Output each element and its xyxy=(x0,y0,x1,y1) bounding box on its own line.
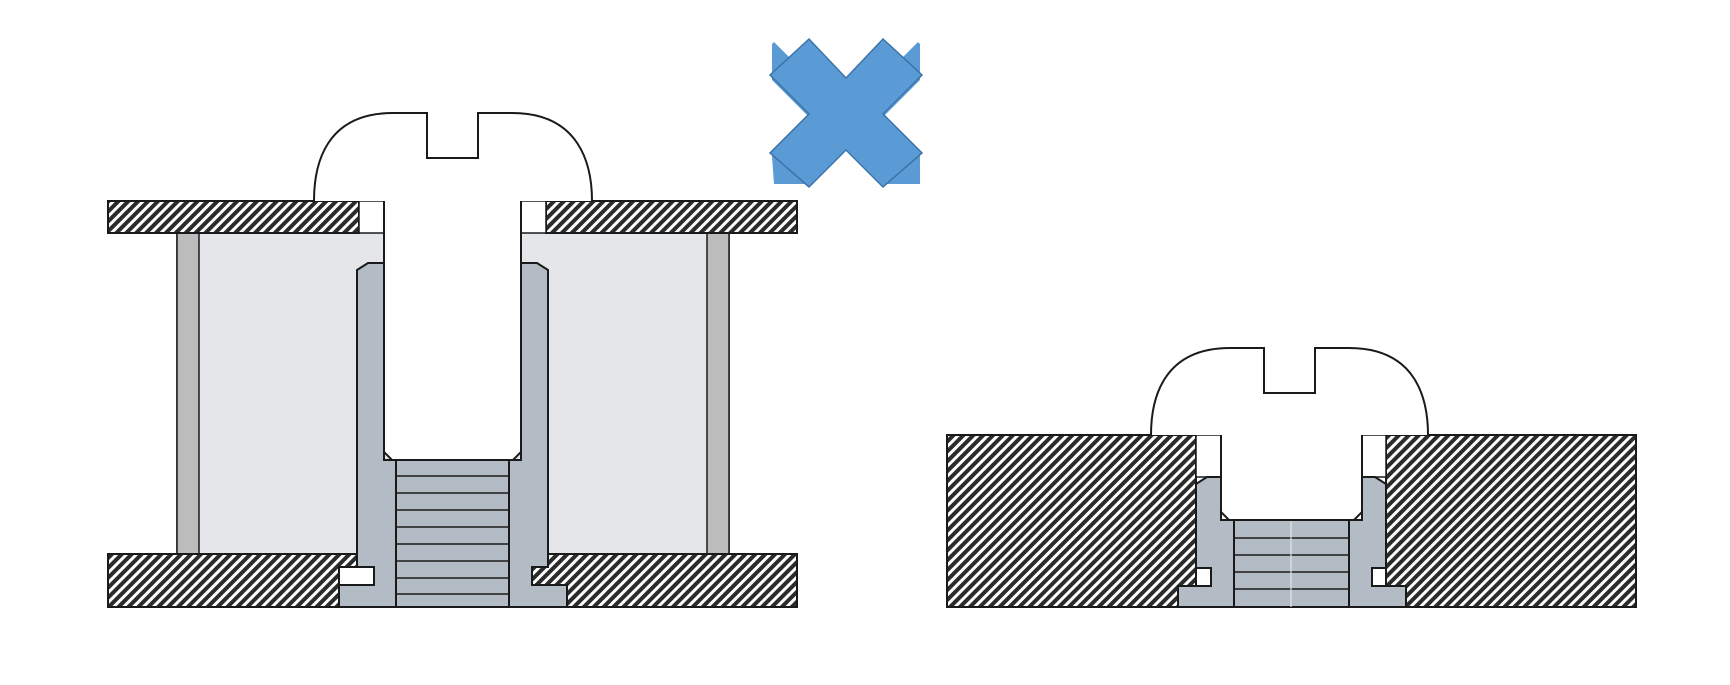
clearance-gap-right xyxy=(1361,434,1387,478)
screw-head xyxy=(1150,346,1429,436)
incorrect-assembly xyxy=(107,111,798,608)
spacer-wall-left xyxy=(176,231,200,555)
clearance-gap-left xyxy=(358,200,385,234)
screw xyxy=(313,111,593,461)
screw-head xyxy=(313,111,593,202)
cross-icon xyxy=(768,37,924,189)
screw xyxy=(1150,346,1429,521)
clearance-gap-right xyxy=(520,200,547,234)
threaded-insert xyxy=(338,262,568,608)
thread-lines xyxy=(396,475,509,595)
spacer-wall-right xyxy=(706,231,730,555)
bottom-plate xyxy=(107,553,798,608)
reference-assembly xyxy=(946,346,1637,608)
screw-shank xyxy=(1220,435,1363,521)
clearance-gap-left xyxy=(1195,434,1222,478)
screw-shank xyxy=(383,201,522,461)
thread-core xyxy=(395,459,510,608)
solid-block xyxy=(946,434,1637,608)
